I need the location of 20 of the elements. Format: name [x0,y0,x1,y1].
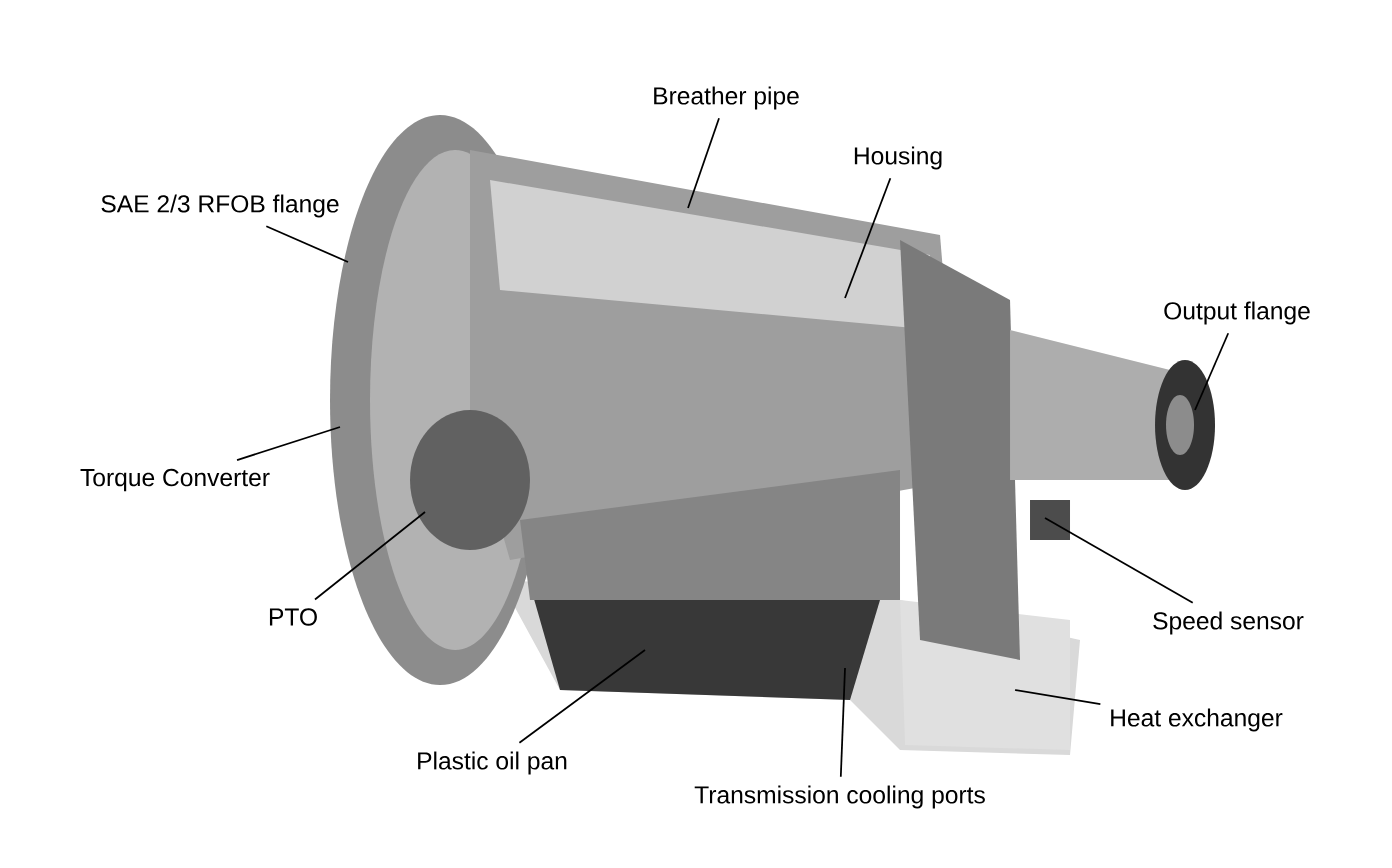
leader-line [265,225,349,263]
leader-line [1014,689,1102,706]
leader-line [518,649,646,744]
leader-line [314,511,426,601]
leader-line [1194,332,1230,411]
leader-line [844,177,892,299]
leader-line [236,426,341,461]
part-label: Heat exchanger [1111,708,1283,732]
part-label: Plastic oil pan [418,751,567,775]
part-label: Transmission cooling ports [694,785,985,809]
part-label: Output flange [1164,301,1310,325]
part-label: Breather pipe [654,86,799,110]
part-label: Torque Converter [80,468,270,492]
part-label: Speed sensor [1153,611,1304,635]
part-label: PTO [269,608,317,626]
leader-line [687,117,720,209]
part-label: SAE 2/3 RFOB flange [101,194,339,218]
leader-line [839,667,846,778]
leader-line [1044,517,1194,604]
part-label: Housing [854,146,942,170]
